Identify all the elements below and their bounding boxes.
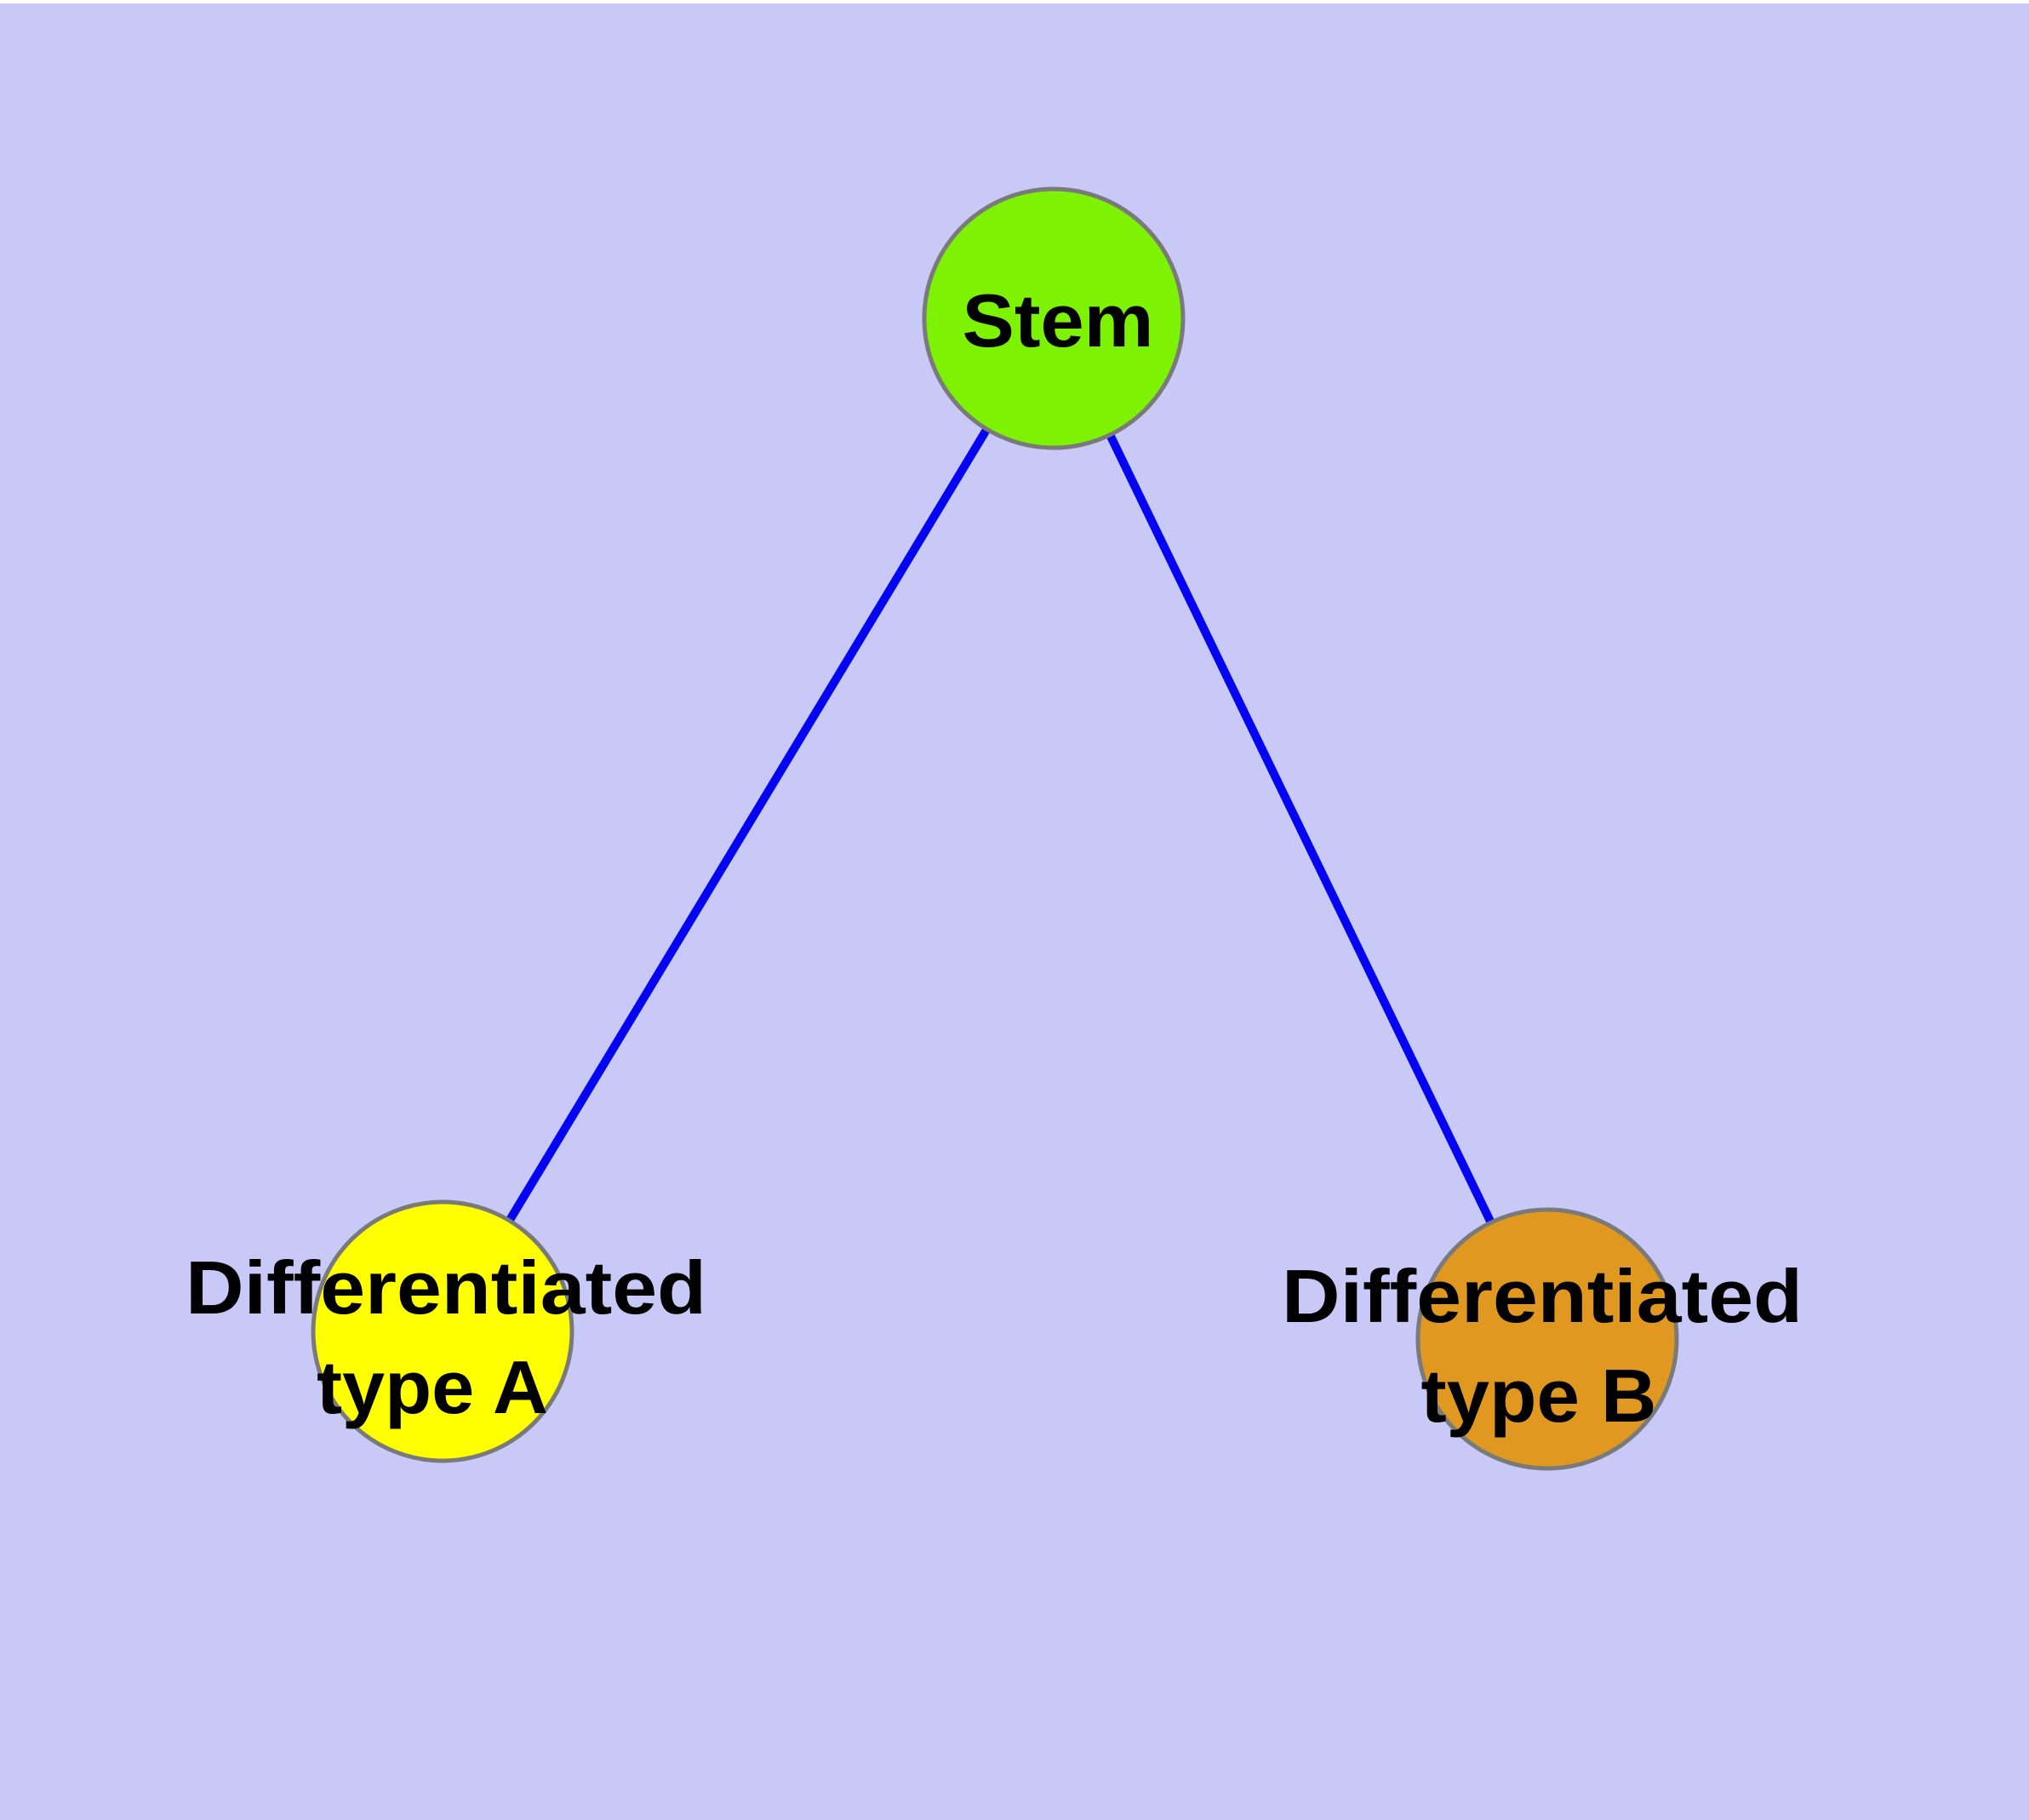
- node-type-a-label-line2: type A: [317, 1345, 548, 1429]
- node-type-a-label-line1: Differentiated: [186, 1245, 706, 1330]
- node-type-b-label-line1: Differentiated: [1282, 1254, 1803, 1338]
- node-differentiated-type-a: [311, 1199, 574, 1463]
- edge-stem-to-type-a: [438, 316, 1058, 1334]
- node-differentiated-type-b: [1415, 1207, 1679, 1471]
- node-type-b-label-line2: type B: [1421, 1354, 1657, 1438]
- node-stem: [922, 186, 1186, 450]
- edge-stem-to-type-b: [1049, 316, 1552, 1342]
- node-stem-label: Stem: [963, 278, 1154, 363]
- top-margin-strip: [0, 0, 2029, 3]
